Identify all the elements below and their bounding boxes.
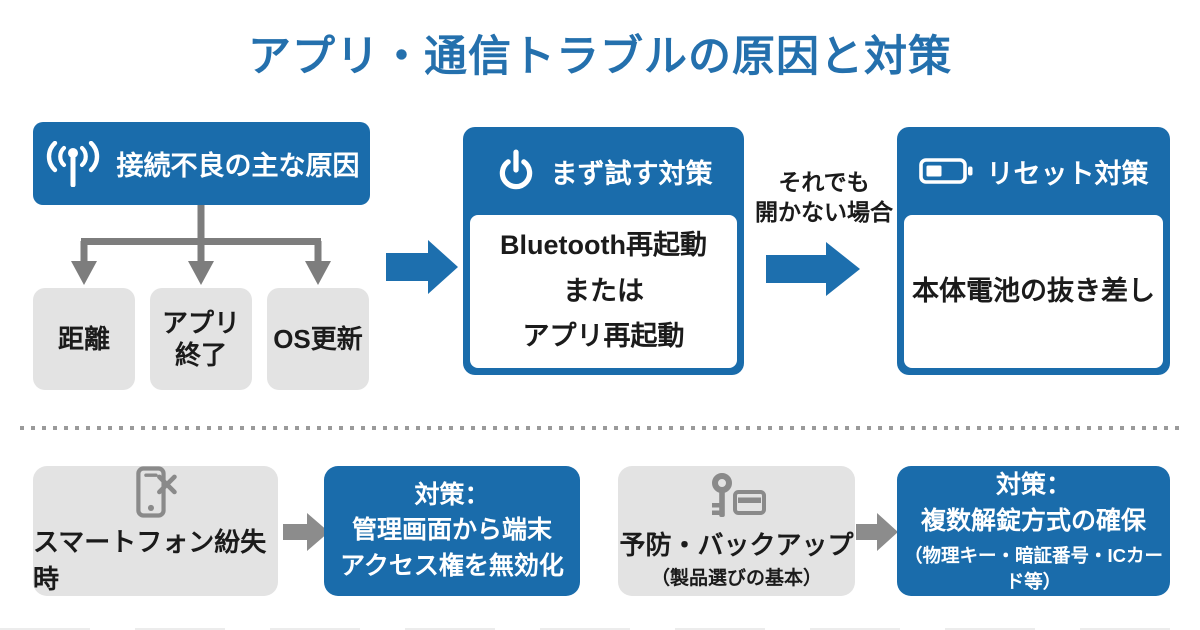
- causes-tree-connector: [71, 205, 331, 285]
- flow-arrow-right-icon: [283, 513, 329, 551]
- prevention-action-box: 対策： 複数解錠方式の確保 （物理キー・暗証番号・ICカード等）: [897, 466, 1170, 596]
- reset-body: 本体電池の抜き差し: [904, 215, 1163, 368]
- reset-header: リセット対策: [897, 127, 1170, 215]
- dotted-divider: [20, 426, 1180, 430]
- lost-phone-action-text: 対策： 管理画面から端末 アクセス権を無効化: [340, 480, 564, 580]
- key-card-icon: [711, 472, 766, 517]
- lost-phone-action-box: 対策： 管理画面から端末 アクセス権を無効化: [324, 466, 580, 596]
- prevention-action-text: 対策： 複数解錠方式の確保: [920, 471, 1146, 535]
- cause-box-app-closed: アプリ 終了: [150, 288, 252, 390]
- first-try-header-label: まず試す対策: [550, 158, 713, 189]
- cause-box-os-update: OS更新: [267, 288, 369, 390]
- flow-arrow-right-icon: [856, 513, 898, 551]
- lost-phone-label: スマートフォン紛失時: [33, 527, 267, 594]
- page-title: アプリ・通信トラブルの原因と対策: [248, 33, 952, 81]
- reset-header-label: リセット対策: [986, 158, 1149, 189]
- reset-panel: リセット対策 本体電池の抜き差し: [897, 127, 1170, 375]
- antenna-icon: [46, 140, 99, 187]
- prevention-sub-label: （製品選びの基本）: [650, 567, 822, 589]
- prevention-label: 予防・バックアップ: [619, 529, 854, 560]
- flow-arrow-right-icon: [766, 242, 860, 296]
- power-icon: [499, 149, 532, 190]
- first-try-header: まず試す対策: [463, 127, 744, 215]
- flow-arrow-right-icon: [386, 240, 458, 294]
- causes-header-label: 接続不良の主な原因: [116, 151, 360, 181]
- prevention-action-sub-text: （物理キー・暗証番号・ICカード等）: [903, 545, 1163, 592]
- fallback-condition-label: それでも 開かない場合: [755, 169, 893, 226]
- prevention-box: 予防・バックアップ （製品選びの基本）: [618, 466, 855, 596]
- lost-phone-box: スマートフォン紛失時: [33, 466, 278, 596]
- phone-x-icon: [135, 466, 177, 518]
- battery-icon: [918, 158, 972, 184]
- causes-header-box: 接続不良の主な原因: [33, 122, 370, 205]
- first-try-panel: まず試す対策 Bluetooth再起動 または アプリ再起動: [463, 127, 744, 375]
- cause-box-distance: 距離: [33, 288, 135, 390]
- bottom-crop-artifact: [0, 628, 1200, 630]
- first-try-body: Bluetooth再起動 または アプリ再起動: [470, 215, 737, 368]
